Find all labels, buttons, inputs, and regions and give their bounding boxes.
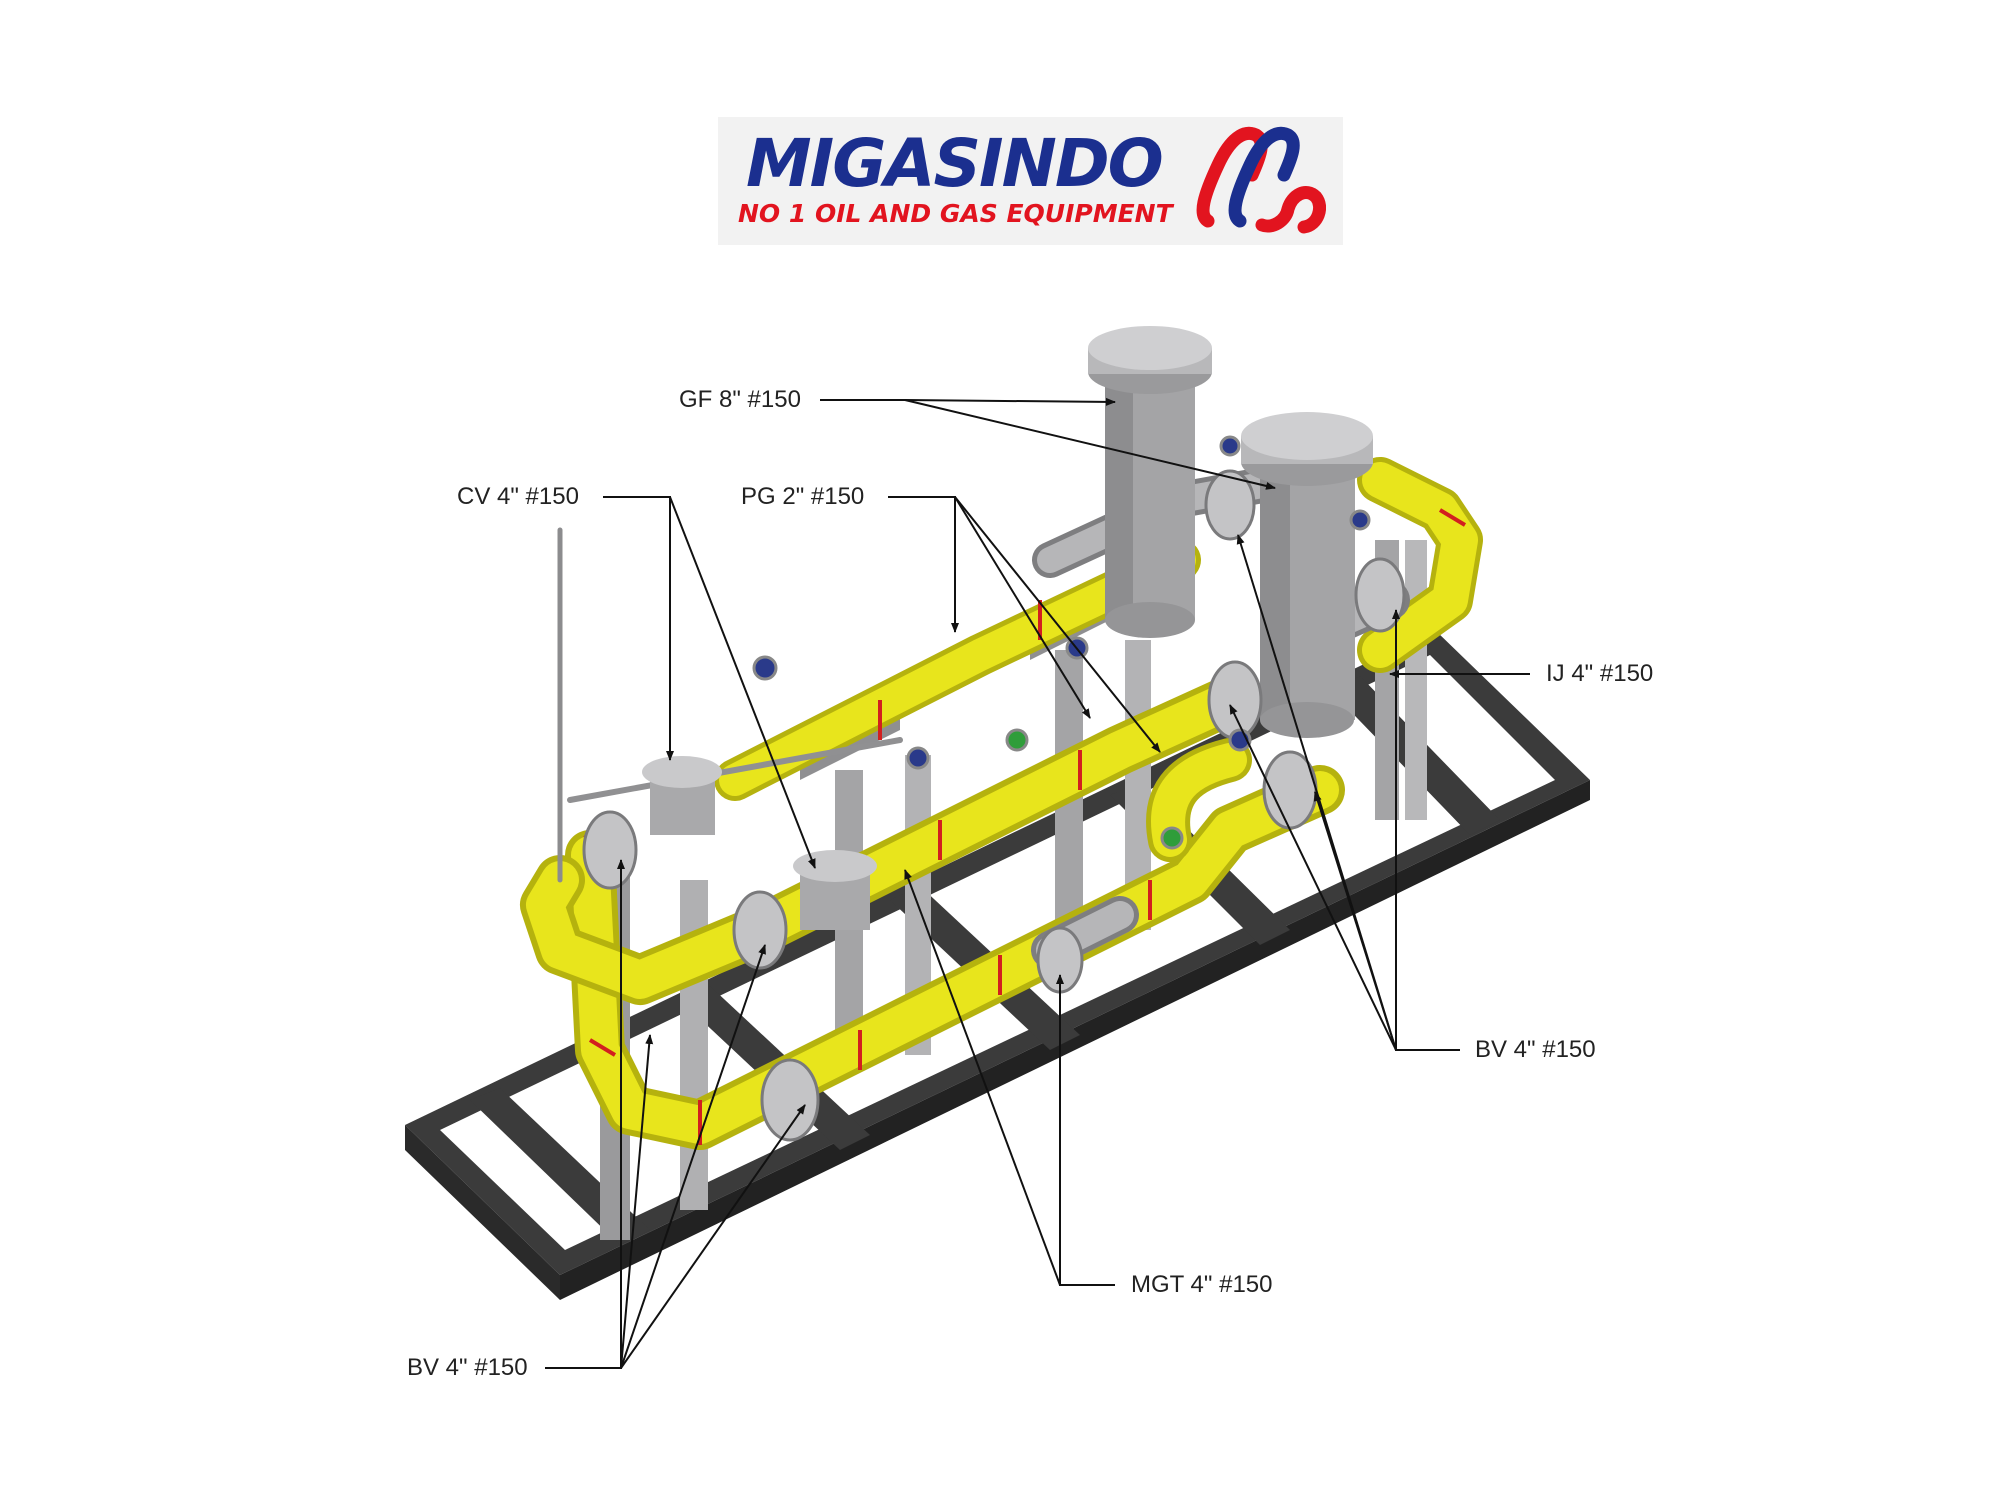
gas-filter-right [1241, 412, 1373, 738]
pressure-gauges [752, 435, 1371, 850]
leader-bv-left-4 [620, 1104, 806, 1369]
callout-gf: GF 8" #150 [679, 386, 801, 413]
gas-filter-left [1088, 326, 1212, 638]
leader-mgt-2 [904, 869, 1061, 1286]
leader-bv-right-3 [1313, 791, 1397, 1051]
leader-pg-3 [954, 496, 1161, 753]
leader-bv-left-3 [620, 944, 766, 1369]
callout-cv: CV 4" #150 [457, 483, 579, 510]
leader-cv-1 [603, 496, 674, 761]
leader-bv-right-4 [1229, 704, 1397, 1051]
leader-bv-left-2 [620, 1034, 654, 1369]
callout-bv-left: BV 4" #150 [407, 1354, 528, 1381]
leader-cv-2 [669, 496, 816, 869]
callout-mgt: MGT 4" #150 [1131, 1271, 1273, 1298]
logo: MIGASINDO NO 1 OIL AND GAS EQUIPMENT [718, 117, 1343, 245]
leader-gf-2 [904, 397, 1116, 406]
logo-mark-icon [1196, 127, 1326, 234]
leader-lines [545, 397, 1530, 1369]
logo-name: MIGASINDO [746, 125, 1164, 202]
leader-gf-3 [904, 399, 1276, 490]
callout-bv-right: BV 4" #150 [1475, 1036, 1596, 1063]
callout-pg: PG 2" #150 [741, 483, 865, 510]
leader-pg-1 [888, 496, 959, 633]
leader-pg-2 [954, 496, 1091, 719]
control-valves [642, 756, 877, 930]
logo-tagline: NO 1 OIL AND GAS EQUIPMENT [738, 199, 1173, 228]
callout-ij: IJ 4" #150 [1546, 660, 1654, 687]
